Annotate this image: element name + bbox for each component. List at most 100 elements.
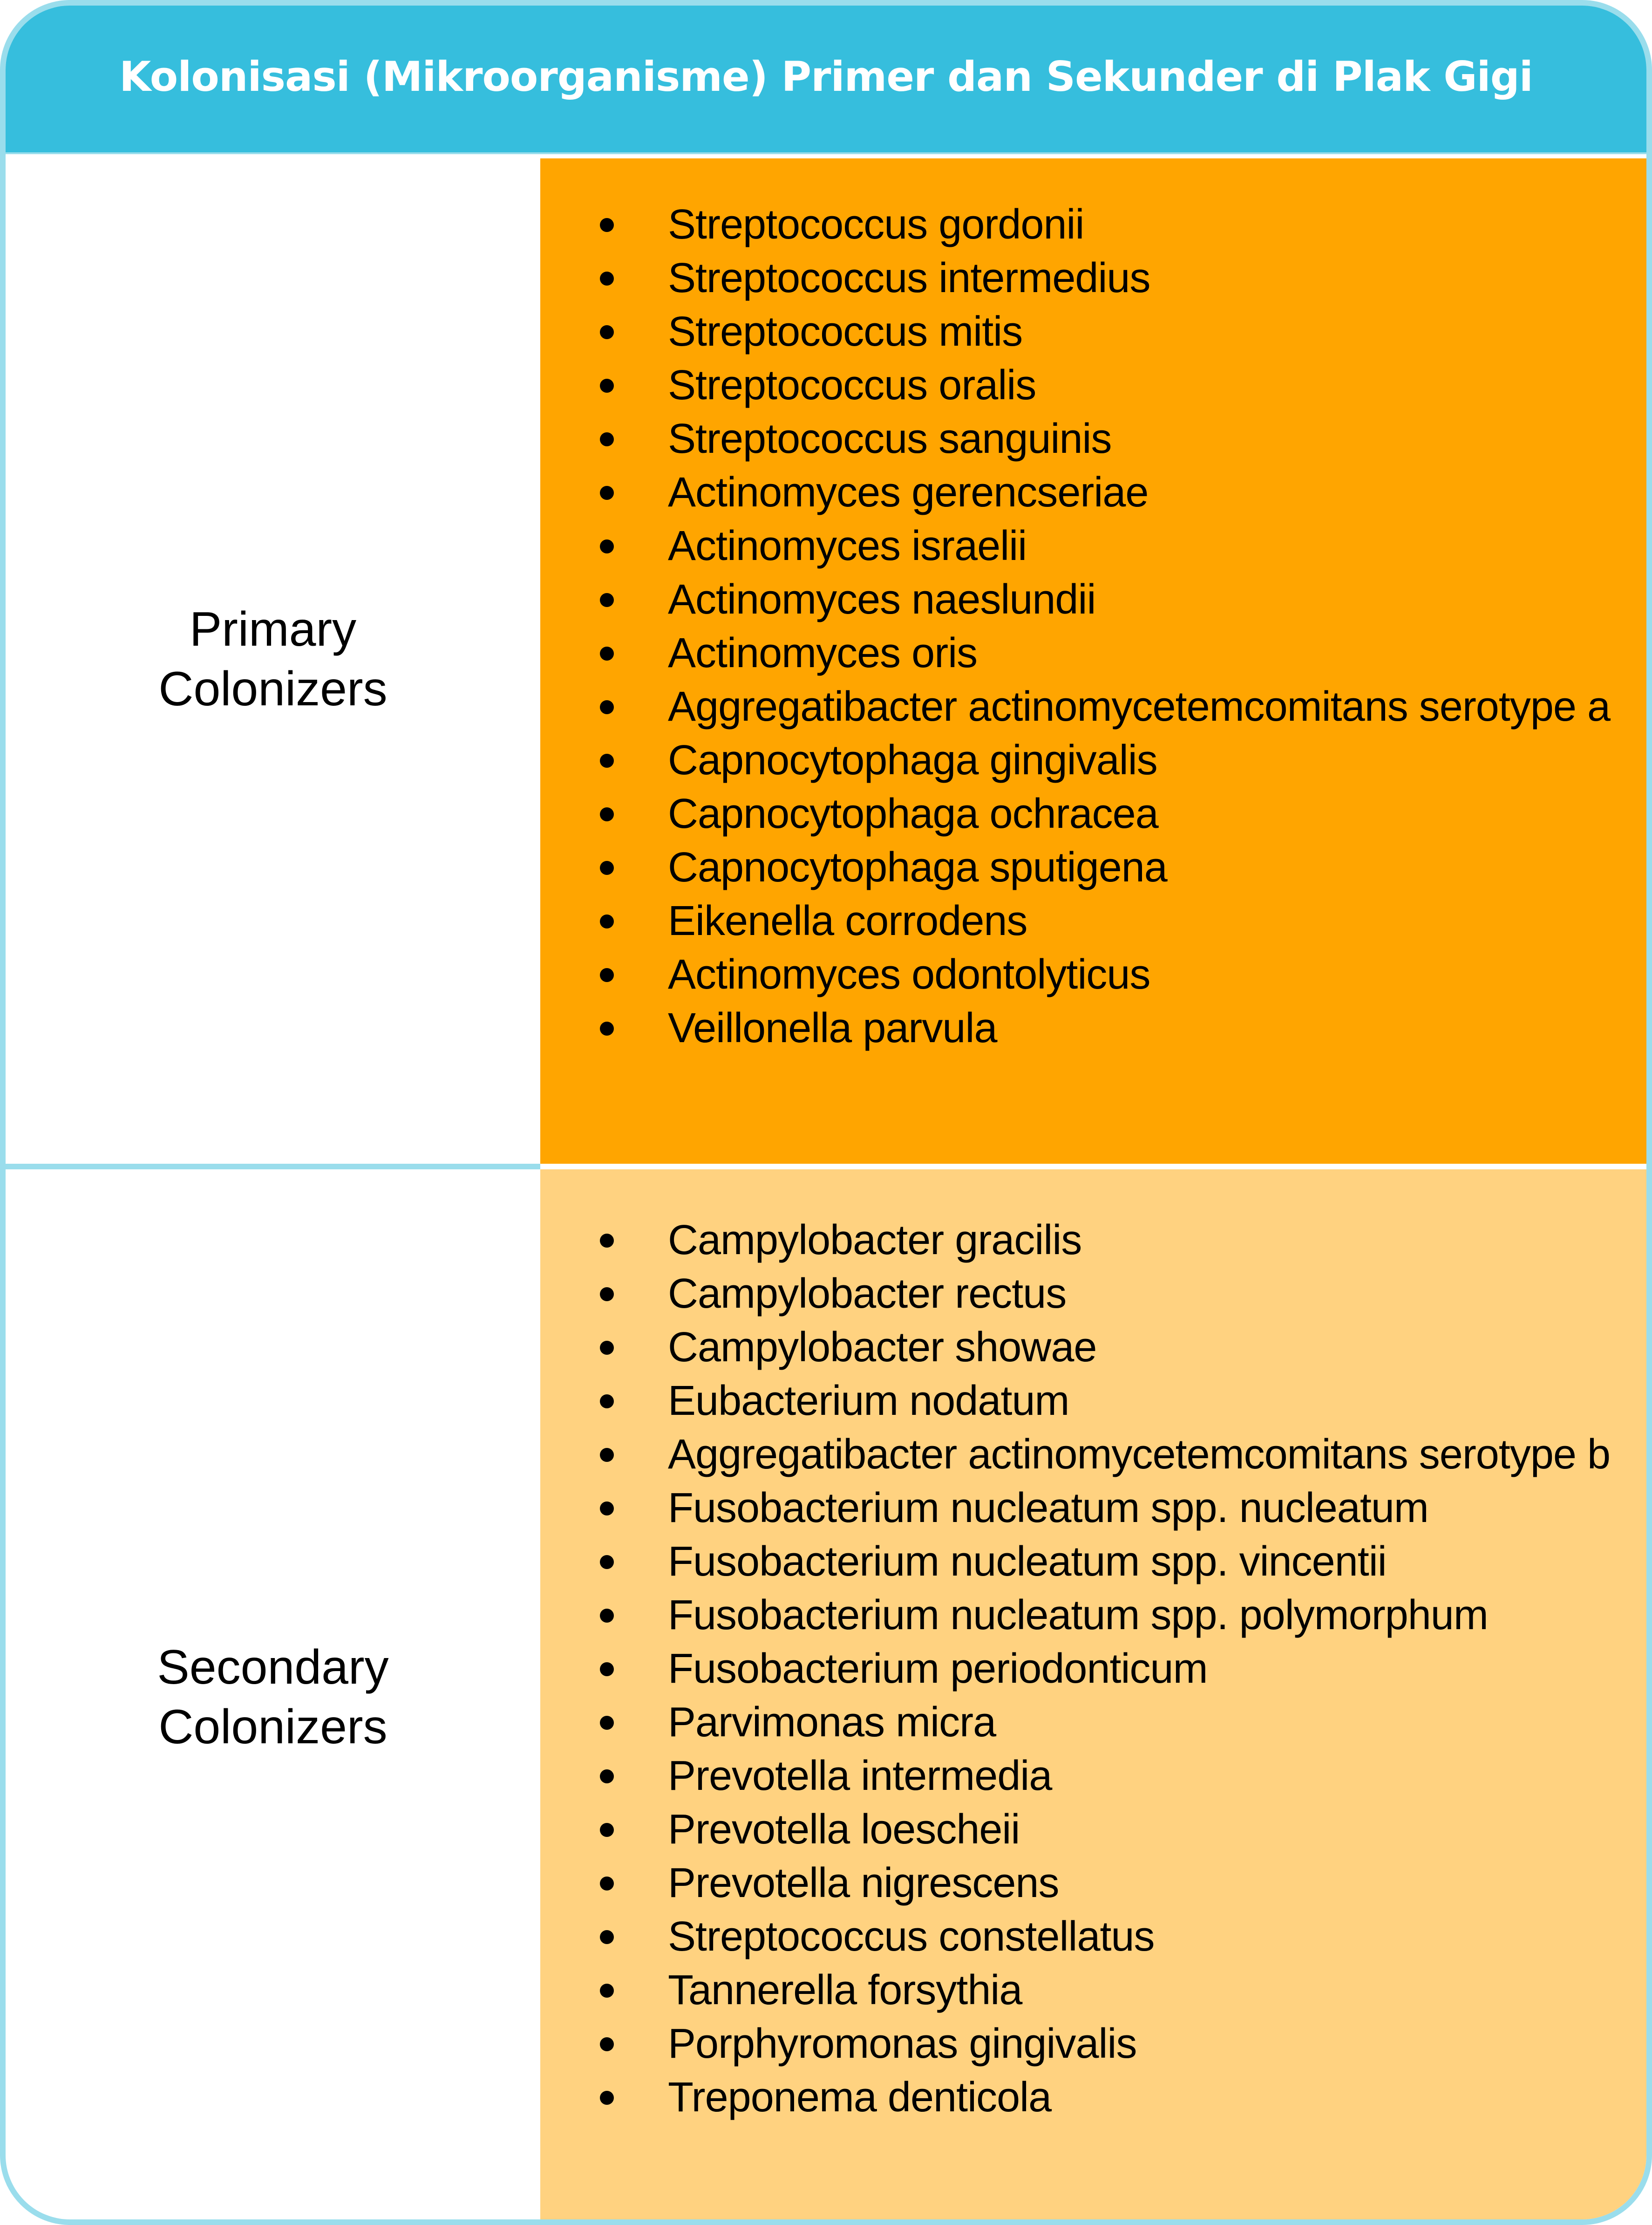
species-list-item: Tannerella forsythia — [540, 1964, 1628, 2017]
row-label-secondary-line-2: Colonizers — [158, 1700, 388, 1754]
bullet-dot-icon — [600, 1984, 614, 1998]
species-name: Fusobacterium nucleatum spp. polymorphum — [668, 1592, 1489, 1638]
bullet-dot-icon — [600, 915, 614, 928]
species-name: Capnocytophaga ochracea — [668, 791, 1159, 837]
bullet-dot-icon — [600, 379, 614, 393]
species-list-item: Actinomyces naeslundii — [540, 573, 1628, 627]
bullet-dot-icon — [600, 2091, 614, 2105]
species-list-item: Campylobacter showae — [540, 1321, 1628, 1374]
species-list-item: Streptococcus intermedius — [540, 252, 1628, 305]
species-list-item: Streptococcus sanguinis — [540, 412, 1628, 466]
species-list-item: Actinomyces oris — [540, 627, 1628, 680]
species-name: Fusobacterium periodonticum — [668, 1645, 1208, 1692]
bullet-dot-icon — [600, 1823, 614, 1837]
bullet-dot-icon — [600, 432, 614, 446]
species-list-item: Fusobacterium nucleatum spp. vincentii — [540, 1535, 1628, 1589]
species-name: Actinomyces odontolyticus — [668, 951, 1150, 998]
species-name: Fusobacterium nucleatum spp. nucleatum — [668, 1485, 1429, 1531]
species-list-item: Capnocytophaga sputigena — [540, 841, 1628, 894]
species-list-item: Parvimonas micra — [540, 1696, 1628, 1749]
bullet-dot-icon — [600, 539, 614, 553]
bullet-dot-icon — [600, 861, 614, 875]
species-name: Campylobacter rectus — [668, 1270, 1067, 1317]
species-name: Veillonella parvula — [668, 1005, 997, 1051]
species-name: Streptococcus gordonii — [668, 201, 1085, 248]
bullet-dot-icon — [600, 647, 614, 661]
species-name: Aggregatibacter actinomycetemcomitans se… — [668, 1431, 1611, 1478]
species-list-item: Fusobacterium nucleatum spp. nucleatum — [540, 1481, 1628, 1535]
species-list-item: Veillonella parvula — [540, 1002, 1628, 1055]
species-list-item: Fusobacterium nucleatum spp. polymorphum — [540, 1589, 1628, 1642]
bullet-dot-icon — [600, 1234, 614, 1248]
species-name: Streptococcus intermedius — [668, 255, 1150, 301]
bullet-dot-icon — [600, 1662, 614, 1676]
species-name: Actinomyces israelii — [668, 523, 1027, 569]
bullet-dot-icon — [600, 1022, 614, 1036]
row-label-secondary: Secondary Colonizers — [157, 1638, 388, 1757]
bullet-dot-icon — [600, 486, 614, 500]
species-name: Treponema denticola — [668, 2074, 1052, 2121]
species-name: Prevotella loescheii — [668, 1806, 1020, 1853]
species-list-item: Actinomyces odontolyticus — [540, 948, 1628, 1002]
bullet-dot-icon — [600, 1716, 614, 1730]
species-list-item: Fusobacterium periodonticum — [540, 1642, 1628, 1696]
table-header: Kolonisasi (Mikroorganisme) Primer dan S… — [6, 6, 1646, 154]
species-list-item: Aggregatibacter actinomycetemcomitans se… — [540, 1428, 1628, 1481]
species-list-item: Eubacterium nodatum — [540, 1374, 1628, 1428]
species-list-item: Streptococcus oralis — [540, 359, 1628, 412]
bullet-dot-icon — [600, 1287, 614, 1301]
species-name: Capnocytophaga gingivalis — [668, 737, 1158, 784]
species-list-item: Eikenella corrodens — [540, 894, 1628, 948]
species-list-item: Capnocytophaga gingivalis — [540, 734, 1628, 787]
species-name: Actinomyces naeslundii — [668, 576, 1096, 623]
bullet-dot-icon — [600, 272, 614, 286]
species-name: Streptococcus constellatus — [668, 1913, 1155, 1960]
row-label-primary-line-2: Colonizers — [158, 662, 388, 716]
species-list-item: Prevotella loescheii — [540, 1803, 1628, 1856]
species-list-item: Campylobacter gracilis — [540, 1214, 1628, 1267]
bullet-dot-icon — [600, 1502, 614, 1515]
species-name: Eikenella corrodens — [668, 898, 1027, 944]
bullet-dot-icon — [600, 325, 614, 339]
bullet-dot-icon — [600, 968, 614, 982]
bullet-dot-icon — [600, 700, 614, 714]
species-list-item: Actinomyces gerencseriae — [540, 466, 1628, 519]
species-name: Campylobacter gracilis — [668, 1217, 1082, 1263]
species-list-item: Streptococcus constellatus — [540, 1910, 1628, 1964]
bullet-dot-icon — [600, 754, 614, 768]
species-name: Streptococcus oralis — [668, 362, 1036, 409]
species-list-item: Aggregatibacter actinomycetemcomitans se… — [540, 680, 1628, 734]
bullet-dot-icon — [600, 1341, 614, 1355]
species-list-item: Capnocytophaga ochracea — [540, 787, 1628, 841]
row-label-cell-secondary: Secondary Colonizers — [6, 1169, 540, 2219]
species-list-item: Streptococcus gordonii — [540, 198, 1628, 252]
species-name: Fusobacterium nucleatum spp. vincentii — [668, 1538, 1387, 1585]
species-list-item: Prevotella nigrescens — [540, 1856, 1628, 1910]
species-name: Prevotella nigrescens — [668, 1860, 1059, 1906]
bullet-dot-icon — [600, 807, 614, 821]
species-name: Streptococcus sanguinis — [668, 416, 1112, 462]
bullet-dot-icon — [600, 1877, 614, 1891]
table-title: Kolonisasi (Mikroorganisme) Primer dan S… — [119, 53, 1533, 101]
species-list-item: Actinomyces israelii — [540, 519, 1628, 573]
bullet-dot-icon — [600, 1555, 614, 1569]
species-list-item: Streptococcus mitis — [540, 305, 1628, 359]
species-name: Parvimonas micra — [668, 1699, 996, 1746]
row-label-primary-line-1: Primary — [189, 602, 357, 656]
bullet-dot-icon — [600, 1448, 614, 1462]
species-list-item: Campylobacter rectus — [540, 1267, 1628, 1321]
species-name: Prevotella intermedia — [668, 1753, 1052, 1799]
bullet-dot-icon — [600, 1930, 614, 1944]
row-label-secondary-line-1: Secondary — [157, 1640, 389, 1694]
species-name: Actinomyces oris — [668, 630, 978, 676]
bullet-dot-icon — [600, 1394, 614, 1408]
species-name: Capnocytophaga sputigena — [668, 844, 1168, 891]
bullet-dot-icon — [600, 593, 614, 607]
bullet-dot-icon — [600, 1769, 614, 1783]
species-name: Tannerella forsythia — [668, 1967, 1022, 2013]
species-list-item: Treponema denticola — [540, 2071, 1628, 2124]
